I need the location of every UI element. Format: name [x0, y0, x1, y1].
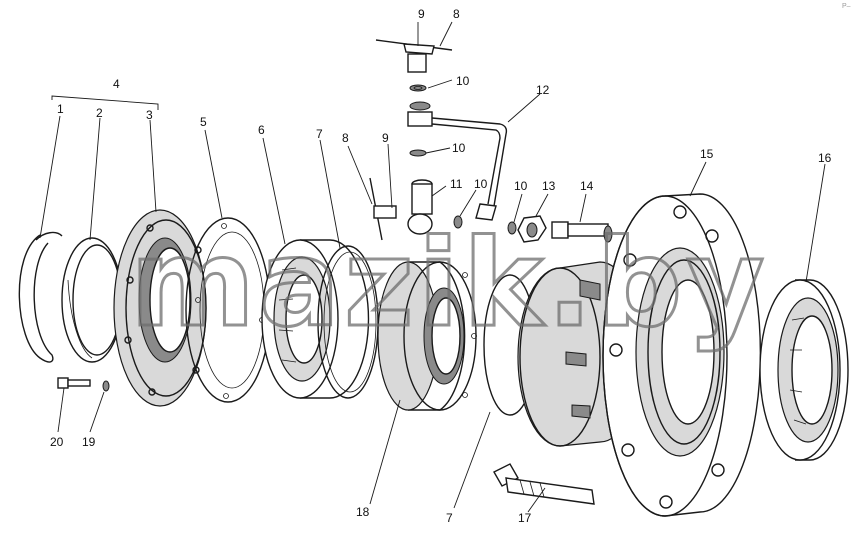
callout-8-top: 8	[453, 7, 460, 21]
callout-1: 1	[57, 102, 64, 116]
callout-20: 20	[50, 435, 64, 449]
callout-7-upper: 7	[316, 127, 323, 141]
callout-10-c: 10	[474, 177, 488, 191]
callout-9-top: 9	[418, 7, 425, 21]
callout-5: 5	[200, 115, 207, 129]
part-16-bearing	[759, 279, 849, 461]
callout-19: 19	[82, 435, 96, 449]
watermark-text: mazik.by	[130, 215, 769, 354]
callout-16: 16	[818, 151, 832, 165]
callout-18: 18	[356, 505, 370, 519]
callout-3: 3	[146, 108, 153, 122]
callout-11: 11	[450, 177, 463, 191]
callout-10-b: 10	[452, 141, 466, 155]
callout-10-d: 10	[514, 179, 528, 193]
part-15-wheel-hub	[602, 193, 762, 517]
callout-7-lower: 7	[446, 511, 453, 525]
callout-13: 13	[542, 179, 556, 193]
callout-14: 14	[580, 179, 594, 193]
callout-6: 6	[258, 123, 265, 137]
part-12-breather-pipe	[407, 101, 508, 221]
callout-17: 17	[518, 511, 532, 525]
part-20-bolt	[57, 377, 91, 389]
part-1-snap-ring	[18, 231, 63, 363]
corner-mark: P–	[842, 3, 851, 10]
part-18-spacer-ring	[377, 261, 477, 411]
part-3-seal-housing	[113, 209, 207, 407]
callout-10-a: 10	[456, 74, 470, 88]
part-19-washer	[102, 380, 110, 392]
group-4-bracket	[51, 95, 159, 110]
leader-lines	[39, 21, 826, 513]
breather-assembly-top	[375, 39, 453, 92]
callout-12: 12	[536, 83, 550, 97]
part-11-fitting	[407, 179, 433, 235]
part-10-washer-right	[453, 215, 517, 235]
callout-8-middle: 8	[342, 131, 349, 145]
callout-9-middle: 9	[382, 131, 389, 145]
part-13-nut	[517, 215, 547, 243]
callout-labels: 1 2 3 4 5 6 7 7 8 8 9 9 10 10 10 10 11 1…	[50, 7, 832, 525]
part-17-stud-bolt	[493, 463, 595, 505]
callout-2: 2	[96, 106, 103, 120]
callout-4: 4	[113, 77, 120, 91]
callout-15: 15	[700, 147, 714, 161]
part-14-union-fitting	[551, 221, 613, 243]
part-2-ring	[61, 237, 123, 363]
part-6-bearing	[261, 239, 370, 399]
breather-assembly-middle	[369, 177, 397, 241]
